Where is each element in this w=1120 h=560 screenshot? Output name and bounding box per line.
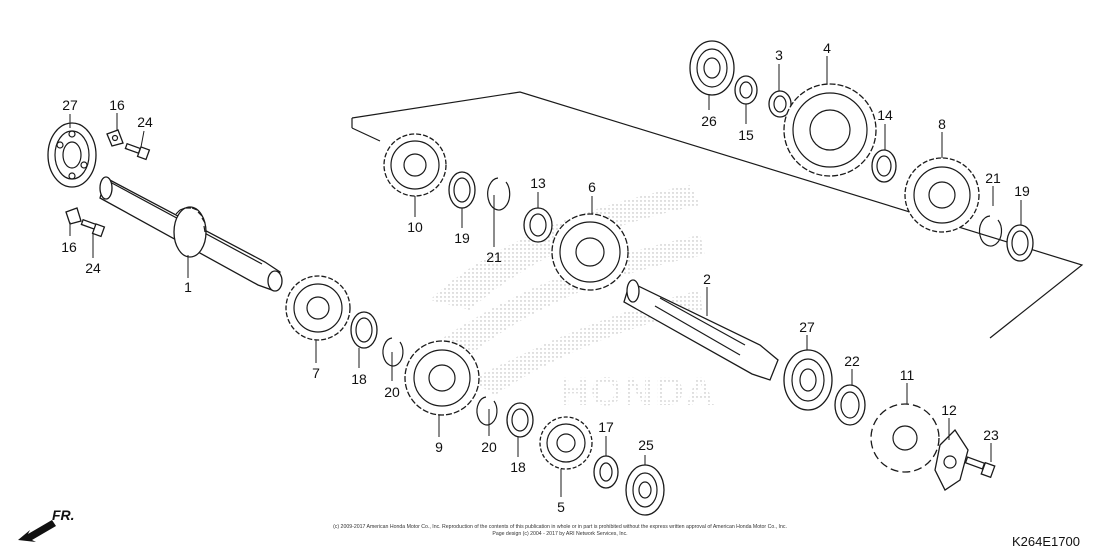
circlip-20-upper: [382, 337, 404, 367]
callout-16-lower: 16: [61, 239, 77, 255]
callout-19-upper: 19: [454, 230, 470, 246]
washer-18-lower: [506, 402, 534, 438]
copyright-line-1: (c) 2009-2017 American Honda Motor Co., …: [333, 524, 787, 530]
circlip-21-upper: [487, 177, 511, 211]
callout-12: 12: [941, 402, 957, 418]
bearing-26: [689, 40, 735, 96]
bushing-3: [768, 90, 792, 118]
bushing-13: [523, 207, 553, 243]
bolt-24-lower: [80, 218, 106, 238]
callout-18-lower: 18: [510, 459, 526, 475]
plate-16-upper: [106, 129, 124, 147]
callout-23: 23: [983, 427, 999, 443]
callout-27-left: 27: [62, 97, 78, 113]
washer-15: [734, 75, 758, 105]
callout-21-right: 21: [985, 170, 1001, 186]
callout-18-upper: 18: [351, 371, 367, 387]
callout-13: 13: [530, 175, 546, 191]
callout-5: 5: [557, 499, 565, 515]
front-direction-indicator: FR.: [18, 507, 75, 542]
callout-21-upper: 21: [486, 249, 502, 265]
callout-8: 8: [938, 116, 946, 132]
seal-22: [834, 384, 866, 426]
circlip-20-lower: [476, 396, 498, 426]
bolt-23: [964, 456, 996, 479]
callout-6: 6: [588, 179, 596, 195]
washer-14: [871, 149, 897, 183]
washer-17: [593, 455, 619, 489]
callout-2: 2: [703, 271, 711, 287]
gear-10: [383, 133, 447, 197]
leader-lines: [69, 56, 1022, 497]
plate-16-lower: [65, 207, 82, 225]
callout-27-right: 27: [799, 319, 815, 335]
gear-9: [404, 340, 480, 416]
gear-5: [539, 416, 593, 470]
callout-11: 11: [900, 367, 915, 383]
callout-19-right: 19: [1014, 183, 1030, 199]
bearing-27-right: [783, 349, 833, 411]
callout-labels: 27 16 24 16 24 1 10 19 21 13 6 26 15 3 4…: [61, 40, 1030, 515]
callout-14: 14: [877, 107, 893, 123]
callout-4: 4: [823, 40, 831, 56]
gear-4: [783, 83, 877, 177]
bearing-27-left: [47, 122, 97, 188]
mainshaft-gear-teeth: [173, 206, 207, 258]
front-arrow-icon: [18, 520, 56, 542]
washer-19-right: [1006, 224, 1034, 262]
callout-26: 26: [701, 113, 717, 129]
callout-9: 9: [435, 439, 443, 455]
callout-20-lower: 20: [481, 439, 497, 455]
front-direction-label: FR.: [52, 507, 75, 523]
callout-20-upper: 20: [384, 384, 400, 400]
gear-6: [551, 213, 629, 291]
diagram-code: K264E1700: [1012, 534, 1080, 549]
callout-10: 10: [407, 219, 423, 235]
sprocket-11: [870, 403, 940, 473]
countershaft-2: [623, 279, 779, 381]
callout-16-upper: 16: [109, 97, 125, 113]
callout-24-upper: 24: [137, 114, 153, 130]
callout-3: 3: [775, 47, 783, 63]
copyright-line-2: Page design (c) 2004 - 2017 by ARI Netwo…: [492, 531, 627, 537]
bearing-25: [625, 464, 665, 516]
circlip-21-right: [978, 215, 1003, 247]
callout-15: 15: [738, 127, 754, 143]
callout-1: 1: [184, 279, 192, 295]
watermark-brand-text: HONDA: [560, 370, 717, 414]
gear-7: [285, 275, 351, 341]
mainshaft-assembly: [47, 122, 283, 292]
plate-12: [934, 428, 969, 491]
callout-17: 17: [598, 419, 614, 435]
gear-8: [904, 157, 980, 233]
callout-25: 25: [638, 437, 654, 453]
bolt-24-upper: [124, 142, 151, 161]
callout-24-lower: 24: [85, 260, 101, 276]
washer-18-upper: [350, 311, 378, 349]
callout-7: 7: [312, 365, 320, 381]
assembly-outline: [351, 91, 1084, 339]
callout-22: 22: [844, 353, 860, 369]
washer-19-upper: [448, 171, 476, 209]
